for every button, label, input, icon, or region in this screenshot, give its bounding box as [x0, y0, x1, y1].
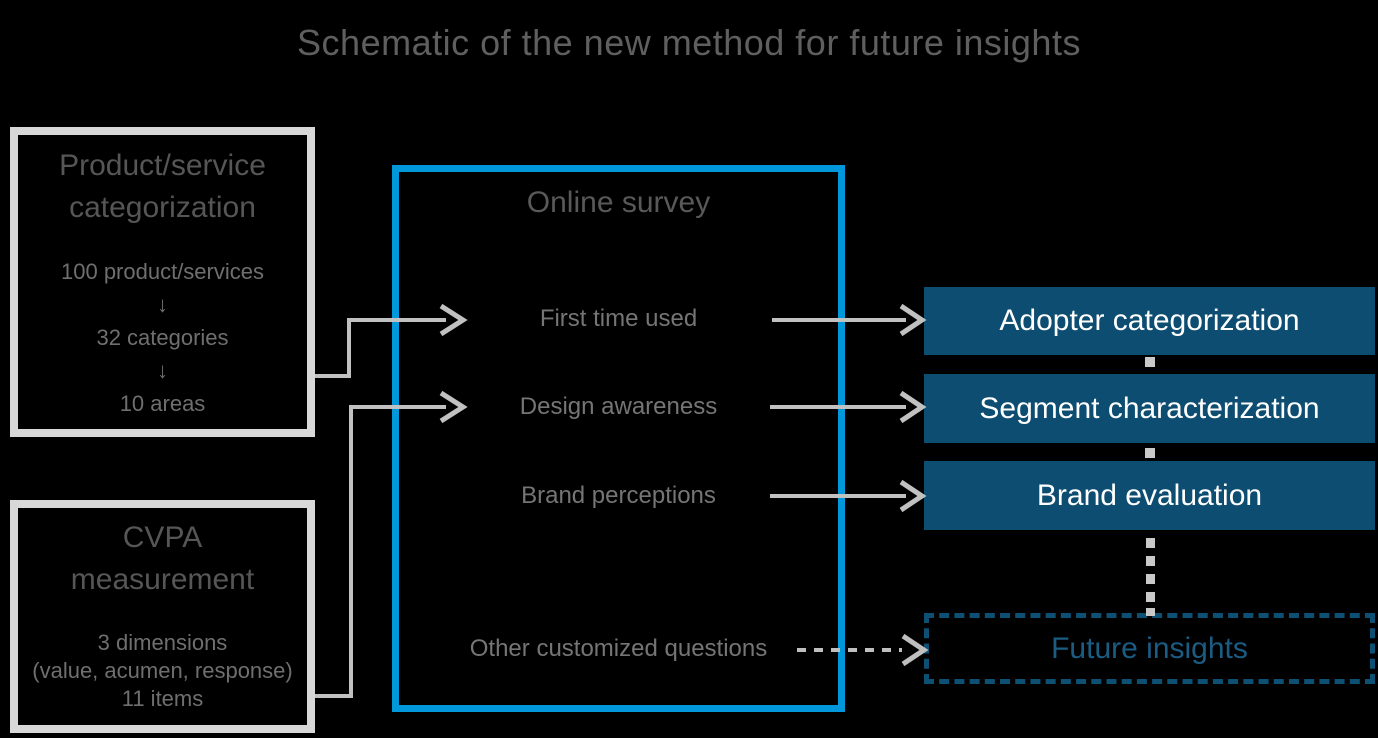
adopter-categorization-box: Adopter categorization	[924, 287, 1375, 355]
product-box-heading-line2: categorization	[69, 191, 256, 224]
adopter-categorization-label: Adopter categorization	[999, 304, 1300, 337]
cvpa-item-dimensions: 3 dimensions	[97, 630, 228, 655]
product-item-areas: 10 areas	[119, 391, 206, 416]
online-survey-box: Online survey First time used Design awa…	[392, 165, 845, 712]
cvpa-item-dimension-names: (value, acumen, response)	[32, 658, 293, 683]
cvpa-box-heading-line2: measurement	[70, 563, 255, 596]
online-survey-title: Online survey	[526, 186, 711, 219]
cvpa-box-heading-line1: CVPA	[122, 521, 203, 554]
segment-characterization-box: Segment characterization	[924, 374, 1375, 443]
slide-title: Schematic of the new method for future i…	[297, 22, 1081, 63]
product-item-services: 100 product/services	[61, 259, 264, 284]
brand-evaluation-label: Brand evaluation	[1036, 478, 1263, 512]
survey-question-brand-perceptions: Brand perceptions	[521, 482, 716, 509]
product-categorization-box: Product/service categorization 100 produ…	[10, 127, 315, 437]
segment-characterization-label: Segment characterization	[979, 391, 1320, 425]
product-box-items: 100 product/services ↓ 32 categories ↓ 1…	[18, 255, 307, 420]
product-box-heading: Product/service categorization	[18, 145, 307, 229]
cvpa-box-items: 3 dimensions (value, acumen, response) 1…	[18, 629, 307, 713]
cvpa-box-heading: CVPA measurement	[18, 517, 307, 601]
future-insights-label: Future insights	[1051, 631, 1248, 665]
down-arrow-icon: ↓	[157, 358, 168, 383]
brand-evaluation-box: Brand evaluation	[924, 461, 1375, 530]
product-item-categories: 32 categories	[96, 325, 229, 350]
down-arrow-icon: ↓	[157, 292, 168, 317]
survey-question-design-awareness: Design awareness	[519, 393, 718, 420]
product-box-heading-line1: Product/service	[59, 149, 266, 182]
survey-question-first-time-used: First time used	[539, 305, 698, 332]
survey-question-other-customized: Other customized questions	[469, 635, 768, 662]
future-insights-box: Future insights	[924, 613, 1375, 684]
cvpa-item-count: 11 items	[121, 686, 204, 711]
cvpa-measurement-box: CVPA measurement 3 dimensions (value, ac…	[10, 500, 315, 733]
